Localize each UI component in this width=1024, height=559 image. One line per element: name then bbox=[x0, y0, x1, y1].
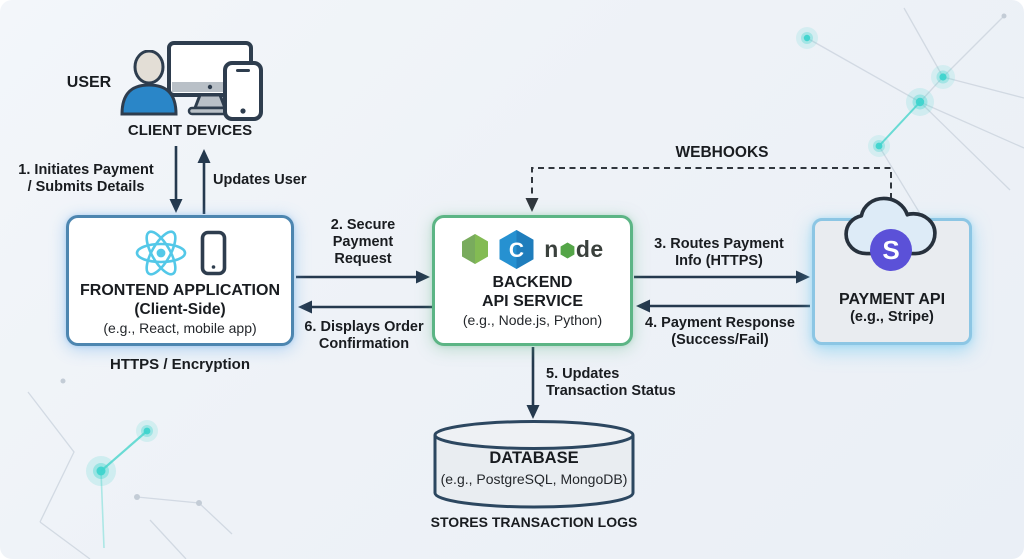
database-examples: (e.g., PostgreSQL, MongoDB) bbox=[440, 471, 628, 487]
node-wordmark: n de bbox=[544, 235, 604, 262]
stripe-icon: S bbox=[870, 229, 912, 271]
react-icon bbox=[135, 230, 186, 276]
frontend-examples: (e.g., React, mobile app) bbox=[103, 319, 257, 336]
payment-title: PAYMENT API bbox=[838, 290, 946, 308]
payment-examples: (e.g., Stripe) bbox=[850, 309, 934, 326]
database-title: DATABASE bbox=[489, 449, 579, 467]
node-wordmark-hexagon-icon bbox=[560, 242, 575, 259]
cloud-icon bbox=[844, 196, 937, 256]
c-language-hexagon-icon: C bbox=[499, 229, 534, 269]
frontend-application-node: FRONTEND APPLICATION (Client-Side) (e.g.… bbox=[66, 215, 294, 346]
flow-label-updates-user: Updates User bbox=[213, 172, 307, 188]
flow-label-step4: 4. Payment Response (Success/Fail) bbox=[645, 315, 795, 349]
flow-label-step1: 1. Initiates Payment / Submits Details bbox=[18, 162, 154, 196]
flow-label-step3: 3. Routes Payment Info (HTTPS) bbox=[654, 236, 784, 270]
frontend-subtitle: (Client-Side) bbox=[134, 300, 226, 318]
flow-label-step5: 5. Updates Transaction Status bbox=[546, 366, 676, 400]
flow-label-step2: 2. Secure Payment Request bbox=[330, 217, 396, 268]
person-icon bbox=[120, 50, 178, 116]
webhooks-label: WEBHOOKS bbox=[675, 144, 769, 161]
mobile-app-icon bbox=[200, 230, 226, 276]
nodejs-hexagon-icon bbox=[462, 234, 489, 264]
smartphone-icon bbox=[223, 61, 263, 121]
backend-title: BACKEND API SERVICE bbox=[481, 274, 584, 310]
user-label: USER bbox=[66, 74, 112, 91]
backend-api-node: C n de BACKEND API SERVICE (e.g., Node.j… bbox=[432, 215, 633, 346]
frontend-title: FRONTEND APPLICATION bbox=[80, 282, 280, 299]
glow-nodes bbox=[86, 27, 955, 486]
database-cylinder-icon bbox=[433, 420, 635, 509]
database-caption: STORES TRANSACTION LOGS bbox=[430, 514, 638, 530]
backend-examples: (e.g., Node.js, Python) bbox=[462, 312, 603, 329]
client-devices-label: CLIENT DEVICES bbox=[127, 122, 253, 139]
frontend-caption: HTTPS / Encryption bbox=[109, 356, 250, 373]
flow-label-step6: 6. Displays Order Confirmation bbox=[304, 319, 424, 353]
svg-text:C: C bbox=[509, 239, 524, 262]
